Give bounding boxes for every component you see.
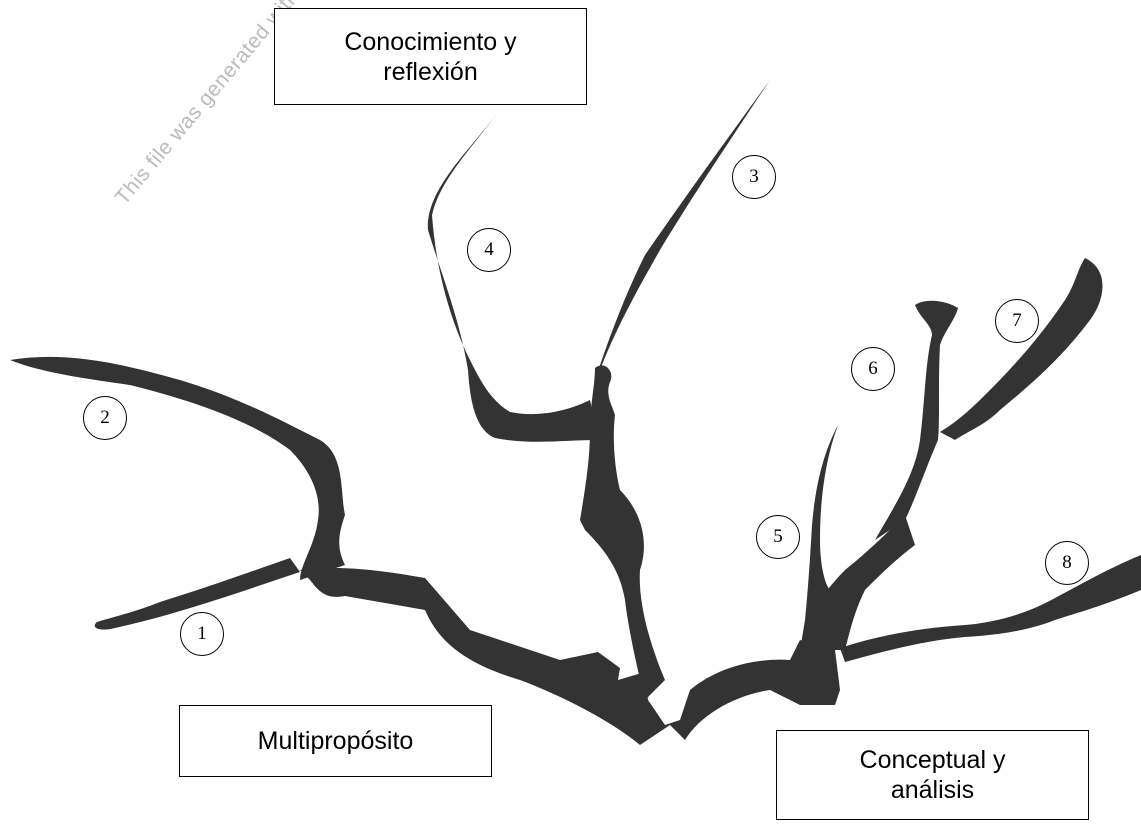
branch-number-7: 7: [995, 299, 1039, 343]
branch-number-5: 5: [756, 515, 800, 559]
branch-number-6: 6: [851, 347, 895, 391]
branch-7: [940, 258, 1103, 440]
branch-3: [595, 80, 770, 380]
branch-number-2: 2: [83, 396, 127, 440]
label-box-conceptual: Conceptual y análisis: [776, 730, 1089, 820]
branch-number-1: 1: [180, 612, 224, 656]
branch-number-8: 8: [1045, 541, 1089, 585]
branch-central: [580, 365, 665, 700]
label-box-multiproposito: Multipropósito: [179, 705, 492, 777]
branch-number-3: 3: [732, 155, 776, 199]
branch-8: [840, 555, 1141, 662]
label-box-conocimiento: Conocimiento y reflexión: [274, 8, 587, 105]
branch-number-4: 4: [467, 228, 511, 272]
branch-2: [10, 357, 345, 580]
branch-6: [875, 301, 958, 540]
branch-4: [428, 110, 598, 442]
